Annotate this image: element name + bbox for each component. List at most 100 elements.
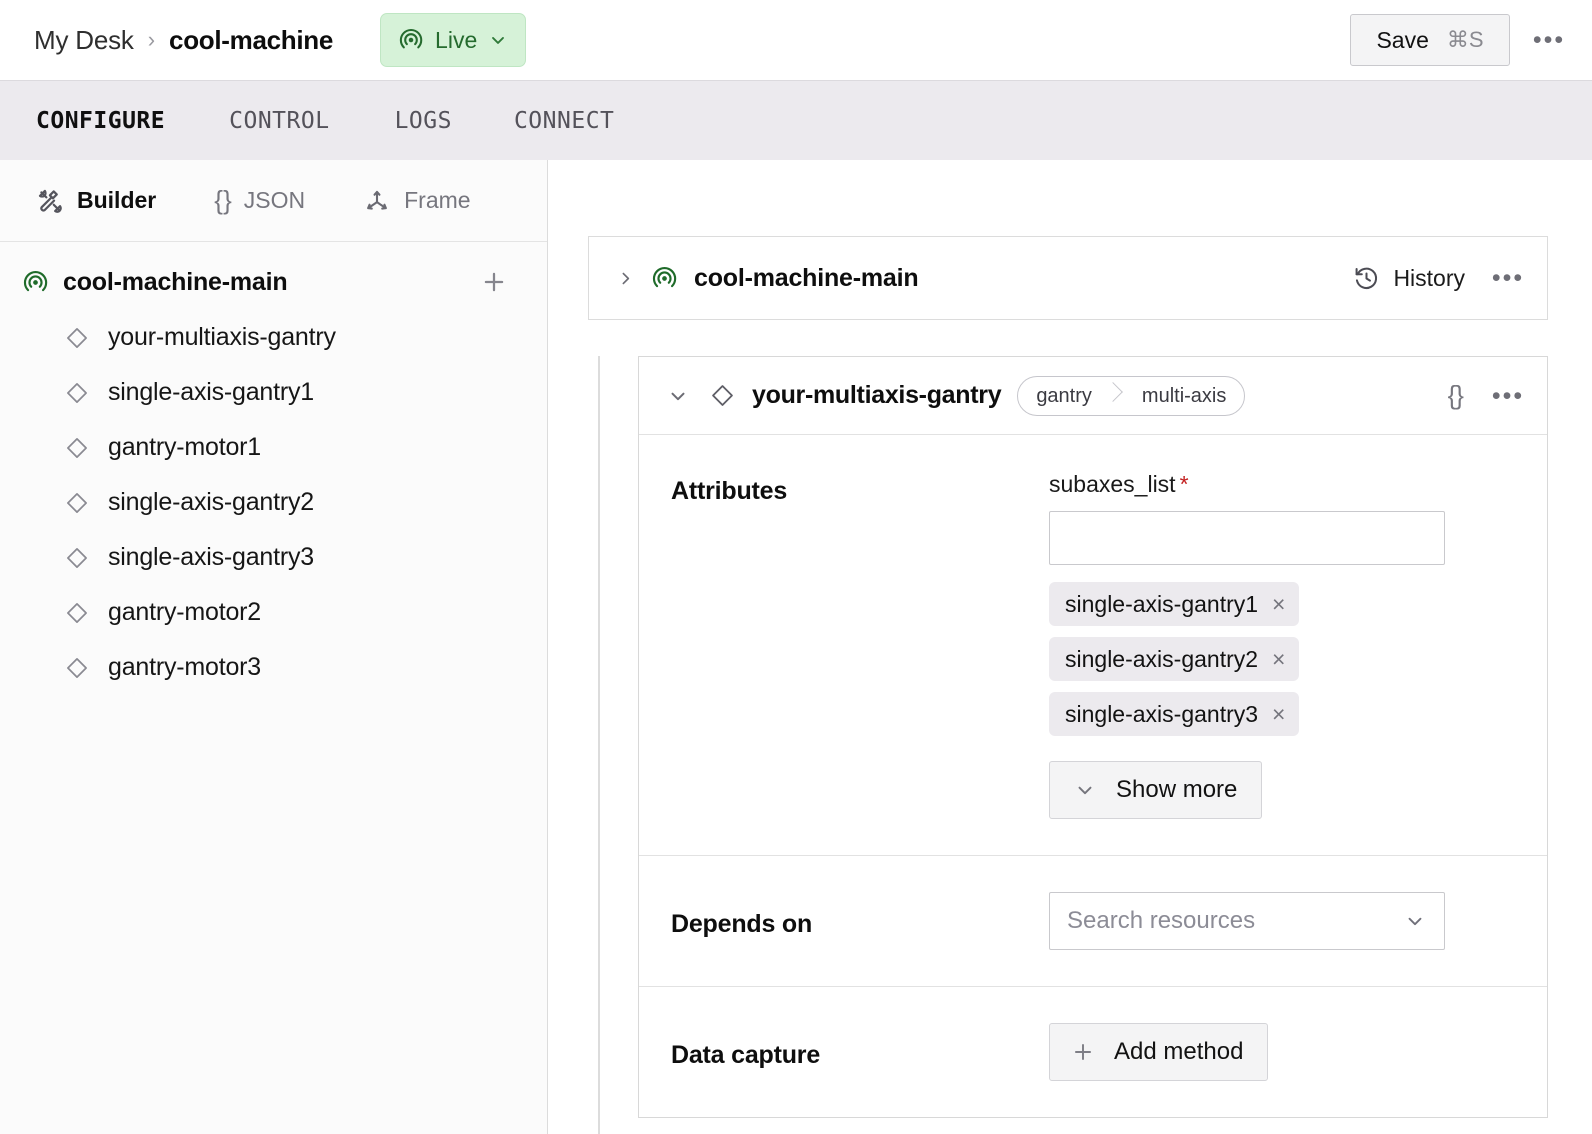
- tree-item-single-axis-gantry1[interactable]: single-axis-gantry1: [0, 365, 547, 420]
- history-icon: [1353, 265, 1380, 292]
- section-attributes: Attributes subaxes_list* single-axis-gan…: [639, 435, 1547, 856]
- breadcrumb-root-link[interactable]: My Desk: [34, 24, 134, 55]
- tree-item-label: single-axis-gantry2: [108, 488, 315, 516]
- tree-item-label: gantry-motor3: [108, 653, 262, 681]
- section-data-capture-label: Data capture: [671, 1040, 821, 1069]
- section-data-capture-body: Add method: [1049, 1023, 1547, 1081]
- resource-card-actions: {} •••: [1448, 375, 1529, 417]
- tree-item-gantry-motor1[interactable]: gantry-motor1: [0, 420, 547, 475]
- tree-item-gantry-motor3[interactable]: gantry-motor3: [0, 640, 547, 695]
- pill-chevron-separator-icon: [1110, 377, 1124, 415]
- diamond-icon: [709, 382, 736, 409]
- diamond-icon: [64, 380, 90, 406]
- depends-on-select[interactable]: Search resources: [1049, 892, 1445, 950]
- chevron-down-icon: [1404, 910, 1426, 932]
- braces-icon[interactable]: {}: [1447, 380, 1464, 410]
- top-bar-overflow-button[interactable]: •••: [1532, 26, 1566, 54]
- tree-item-label: gantry-motor2: [108, 598, 262, 626]
- tree-item-label: single-axis-gantry3: [108, 543, 315, 571]
- chevron-right-icon[interactable]: [617, 270, 633, 286]
- diamond-icon: [64, 600, 90, 626]
- diamond-icon: [64, 490, 90, 516]
- resource-model-label: multi-axis: [1141, 384, 1227, 407]
- section-depends-on: Depends on Search resources: [639, 856, 1547, 987]
- tree-connector-line: [598, 356, 600, 1134]
- subaxes-list-label-text: subaxes_list: [1049, 471, 1176, 497]
- section-depends-on-body: Search resources: [1049, 892, 1547, 950]
- live-status-badge[interactable]: Live: [380, 13, 527, 67]
- subaxes-list-chips: single-axis-gantry1 × single-axis-gantry…: [1049, 582, 1513, 736]
- sidebar-view-frame-label: Frame: [404, 187, 471, 213]
- chevron-down-icon[interactable]: [667, 385, 689, 407]
- tree-item-label: gantry-motor1: [108, 433, 262, 461]
- tree-item-gantry-motor2[interactable]: gantry-motor2: [0, 585, 547, 640]
- save-button-label: Save: [1376, 26, 1429, 53]
- add-method-label: Add method: [1114, 1038, 1244, 1065]
- top-bar: My Desk › cool-machine Live Save ⌘S •••: [0, 0, 1592, 80]
- chip-label: single-axis-gantry2: [1065, 645, 1259, 672]
- sidebar: Builder { } JSON Frame: [0, 160, 548, 1134]
- tree-item-label: your-multiaxis-gantry: [108, 323, 336, 351]
- chip-single-axis-gantry2[interactable]: single-axis-gantry2 ×: [1049, 637, 1300, 681]
- main-tab-bar: CONFIGURE CONTROL LOGS CONNECT: [0, 80, 1592, 160]
- main-panel: cool-machine-main History •••: [548, 160, 1592, 1134]
- machine-card-title: cool-machine-main: [694, 263, 919, 292]
- chip-label: single-axis-gantry1: [1065, 590, 1259, 617]
- show-more-label: Show more: [1116, 776, 1238, 803]
- save-button[interactable]: Save ⌘S: [1350, 14, 1510, 66]
- resource-card-overflow-button[interactable]: •••: [1491, 381, 1525, 410]
- diamond-icon: [64, 325, 90, 351]
- breadcrumb-current: cool-machine: [169, 24, 334, 55]
- chip-remove-icon[interactable]: ×: [1272, 590, 1286, 617]
- chip-single-axis-gantry1[interactable]: single-axis-gantry1 ×: [1049, 582, 1300, 626]
- resource-type-pill: gantry multi-axis: [1017, 375, 1246, 416]
- machine-card-overflow-button[interactable]: •••: [1491, 264, 1525, 292]
- top-bar-actions: Save ⌘S •••: [1350, 0, 1570, 80]
- tab-configure[interactable]: CONFIGURE: [36, 107, 166, 134]
- section-attributes-body: subaxes_list* single-axis-gantry1 × sing…: [1049, 471, 1547, 819]
- tree-item-your-multiaxis-gantry[interactable]: your-multiaxis-gantry: [0, 310, 547, 365]
- add-method-button[interactable]: Add method: [1049, 1023, 1269, 1081]
- section-attributes-label: Attributes: [671, 477, 788, 505]
- sidebar-view-frame[interactable]: Frame: [363, 187, 471, 215]
- chip-remove-icon[interactable]: ×: [1272, 700, 1286, 727]
- tree-item-single-axis-gantry3[interactable]: single-axis-gantry3: [0, 530, 547, 585]
- sidebar-view-toolbar: Builder { } JSON Frame: [0, 160, 547, 242]
- braces-icon: { }: [214, 185, 232, 215]
- broadcast-icon: [651, 265, 678, 292]
- chevron-down-icon: [488, 30, 508, 50]
- diamond-icon: [64, 655, 90, 681]
- chip-remove-icon[interactable]: ×: [1272, 645, 1286, 672]
- chip-single-axis-gantry3[interactable]: single-axis-gantry3 ×: [1049, 692, 1300, 736]
- tab-control[interactable]: CONTROL: [229, 107, 330, 134]
- add-resource-button[interactable]: [479, 267, 509, 297]
- subaxes-list-input[interactable]: [1049, 511, 1445, 565]
- diamond-icon: [64, 545, 90, 571]
- machine-card-actions: History •••: [1345, 257, 1529, 299]
- required-asterisk: *: [1179, 471, 1189, 497]
- diamond-icon: [64, 435, 90, 461]
- sidebar-view-json-label: JSON: [243, 187, 306, 213]
- tab-logs[interactable]: LOGS: [394, 107, 452, 134]
- sidebar-view-builder-label: Builder: [77, 187, 157, 213]
- save-shortcut-label: ⌘S: [1446, 27, 1484, 52]
- tab-connect[interactable]: CONNECT: [513, 107, 615, 134]
- broadcast-icon: [22, 269, 49, 296]
- chevron-down-icon: [1074, 779, 1096, 801]
- sidebar-view-json[interactable]: { } JSON: [214, 185, 305, 216]
- tools-icon: [36, 187, 64, 215]
- tree-item-single-axis-gantry2[interactable]: single-axis-gantry2: [0, 475, 547, 530]
- subaxes-list-field-label: subaxes_list*: [1049, 471, 1513, 498]
- depends-on-placeholder: Search resources: [1067, 907, 1256, 934]
- resource-api-label: gantry: [1036, 384, 1092, 407]
- history-button-label: History: [1393, 264, 1465, 291]
- breadcrumb: My Desk › cool-machine: [34, 25, 333, 56]
- machine-header-card: cool-machine-main History •••: [588, 236, 1548, 320]
- tree-root-label: cool-machine-main: [63, 267, 288, 296]
- tree-root-cool-machine-main[interactable]: cool-machine-main: [0, 254, 547, 310]
- show-more-button[interactable]: Show more: [1049, 761, 1263, 819]
- sidebar-view-builder[interactable]: Builder: [36, 187, 156, 215]
- breadcrumb-separator: ›: [147, 27, 156, 52]
- plus-icon: [1070, 1039, 1096, 1065]
- history-button[interactable]: History: [1345, 259, 1473, 298]
